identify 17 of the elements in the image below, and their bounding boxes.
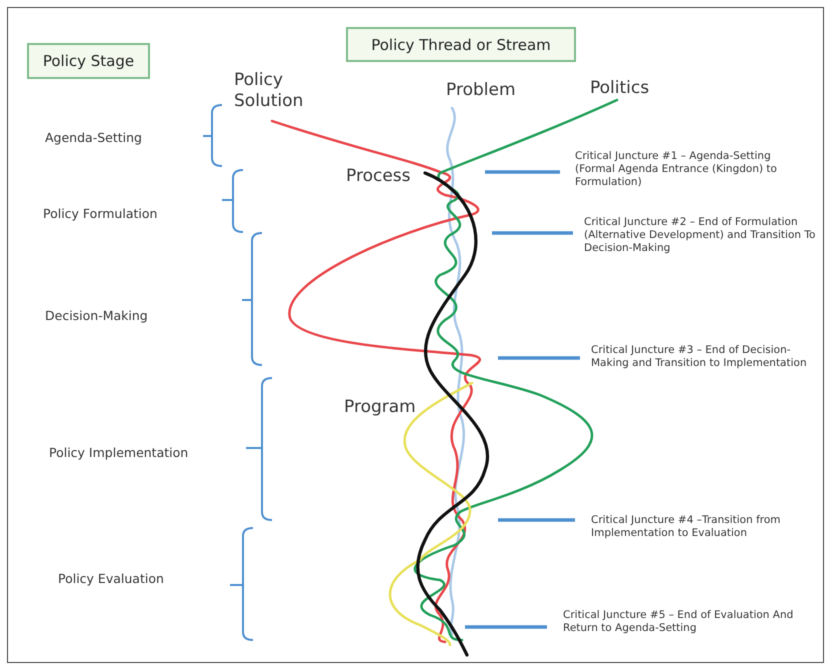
stage-label: Decision-Making bbox=[45, 308, 149, 324]
stage-header-box: Policy Stage bbox=[27, 43, 150, 79]
stage-label: Agenda-Setting bbox=[45, 130, 143, 146]
juncture-note: Critical Juncture #5 – End of Evaluation And Return to Agenda-Setting bbox=[563, 609, 794, 636]
juncture-note: Critical Juncture #4 –Transition from Implementation to Evaluation bbox=[591, 514, 782, 540]
stage-label: Policy Evaluation bbox=[58, 571, 165, 587]
stage-label: Policy Implementation bbox=[49, 445, 190, 461]
juncture-note: Critical Juncture #3 – End of Decision-Making and Transition to Implementation bbox=[591, 344, 808, 370]
phase-label: Process bbox=[346, 166, 412, 188]
juncture-note: Critical Juncture #1 – Agenda-Setting (Formal Agenda Entrance (Kingdon) to Formulation) bbox=[575, 150, 778, 190]
stream-label: Politics bbox=[590, 78, 650, 100]
stream-header-box: Policy Thread or Stream bbox=[346, 27, 576, 62]
phase-label: Program bbox=[344, 397, 417, 418]
stream-label: Policy Solution bbox=[234, 70, 304, 112]
stream-label: Problem bbox=[446, 80, 517, 102]
juncture-note: Critical Juncture #2 – End of Formulation (Alternative Development) and Transition To Decision-Making bbox=[584, 216, 816, 256]
stage-label: Policy Formulation bbox=[43, 206, 158, 222]
